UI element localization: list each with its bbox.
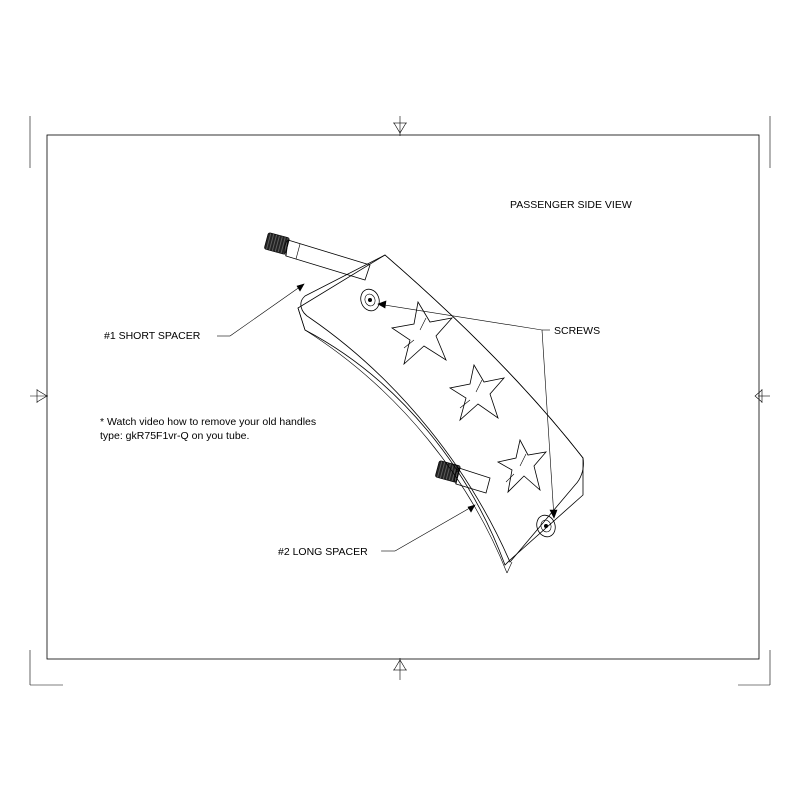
star-decoration-1 — [390, 300, 454, 366]
centering-mark-left — [30, 389, 48, 403]
handle-plate — [297, 254, 584, 574]
note-line-2: type: gkR75F1vr-Q on you tube. — [100, 430, 249, 442]
view-title: PASSENGER SIDE VIEW — [510, 199, 632, 211]
centering-mark-right — [754, 389, 770, 403]
short-spacer — [264, 232, 371, 281]
star-decoration-2 — [448, 363, 506, 422]
long-spacer-label: #2 LONG SPACER — [278, 546, 368, 558]
screw-bottom — [536, 514, 556, 538]
note-line-1: * Watch video how to remove your old han… — [100, 416, 316, 428]
short-spacer-label: #1 SHORT SPACER — [104, 330, 201, 342]
screws-label: SCREWS — [554, 325, 600, 337]
centering-mark-bottom — [393, 658, 407, 680]
crop-marks — [29, 116, 771, 686]
leader-lines — [217, 283, 558, 552]
screw-top — [360, 288, 380, 312]
centering-mark-top — [393, 116, 407, 136]
long-spacer — [435, 460, 491, 494]
drawing-frame — [46, 134, 760, 660]
star-decoration-3 — [496, 438, 548, 494]
